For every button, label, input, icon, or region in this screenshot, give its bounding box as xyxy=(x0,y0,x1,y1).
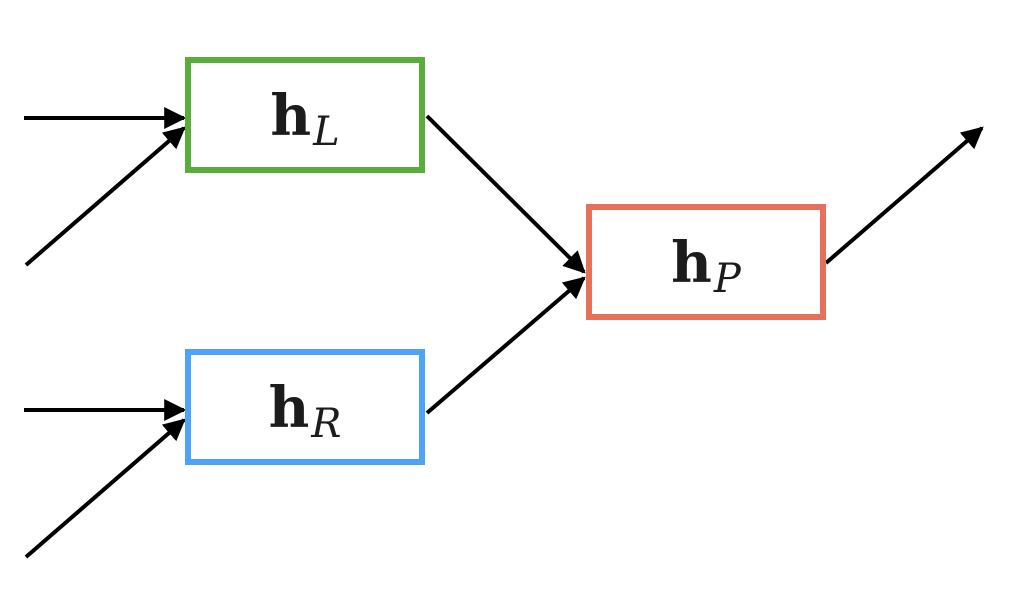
node-parent-subscript: P xyxy=(713,256,742,302)
node-left-subscript: L xyxy=(312,109,340,155)
edge-right-to-parent xyxy=(425,276,586,415)
node-right-subscript: R xyxy=(310,401,341,447)
node-left-base: h xyxy=(270,83,311,149)
node-parent-label: hP xyxy=(671,230,742,302)
node-parent-base: h xyxy=(671,230,712,296)
output-edge-parent xyxy=(824,126,984,265)
node-left-box xyxy=(185,57,425,173)
input-edge-right-diagonal xyxy=(24,418,186,559)
edge-left-to-parent xyxy=(425,114,586,274)
node-left-label: hL xyxy=(270,83,339,155)
node-parent: hP xyxy=(586,204,826,320)
node-left: hL xyxy=(185,57,425,173)
input-edge-left-diagonal xyxy=(24,126,186,267)
node-right: hR xyxy=(185,349,425,465)
node-right-base: h xyxy=(269,375,310,441)
node-parent-box xyxy=(586,204,826,320)
node-right-label: hR xyxy=(269,375,342,447)
node-right-box xyxy=(185,349,425,465)
